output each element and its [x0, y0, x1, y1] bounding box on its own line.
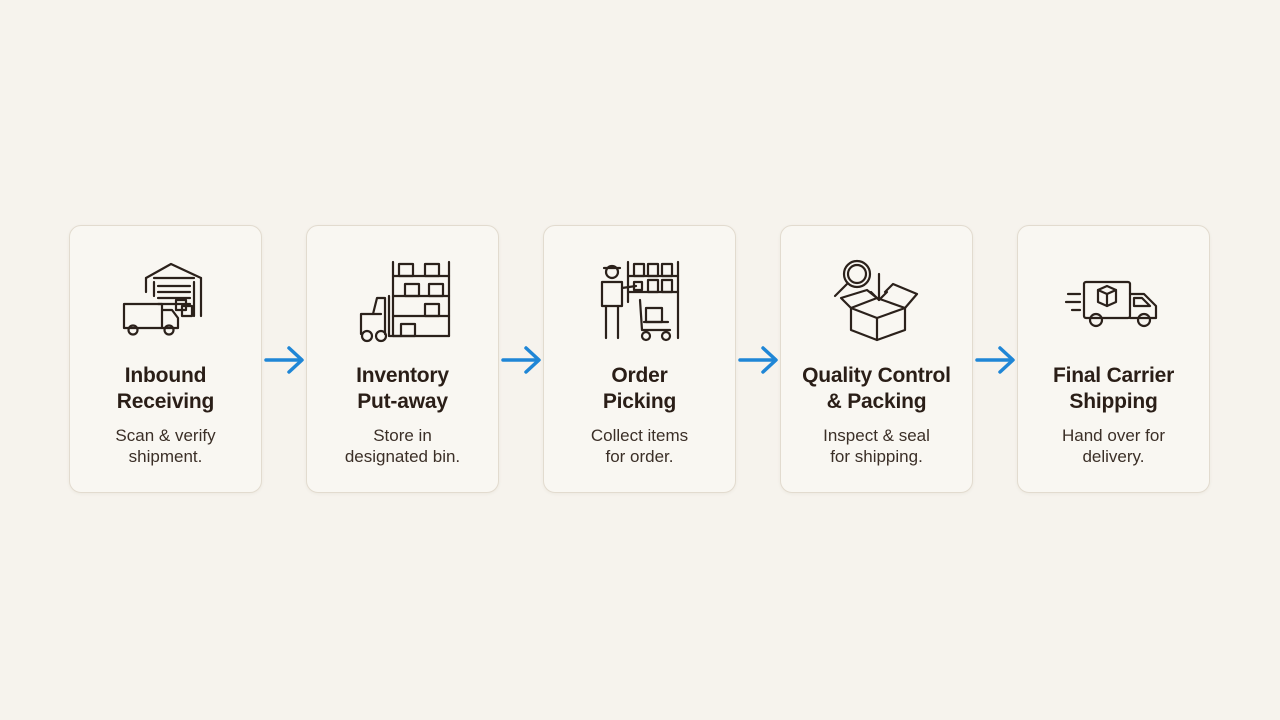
picker-cart-icon — [590, 256, 690, 346]
flow-arrow-1 — [263, 343, 307, 377]
step-title: Quality Control & Packing — [802, 364, 951, 413]
flow-arrow-4 — [974, 343, 1018, 377]
step-description: Inspect & seal for shipping. — [823, 426, 930, 466]
step-description: Collect items for order. — [590, 426, 689, 466]
step-card-final-carrier-shipping: Final Carrier Shipping Hand over for del… — [1017, 225, 1210, 493]
step-title: Inventory Put-away — [356, 364, 449, 413]
step-title: Inbound Receiving — [116, 364, 215, 413]
step-card-inbound-receiving: Inbound Receiving Scan & verify shipment… — [69, 225, 262, 493]
step-card-order-picking: Order Picking Collect items for order. — [543, 225, 736, 493]
step-title: Final Carrier Shipping — [1052, 364, 1175, 413]
step-description: Hand over for delivery. — [1062, 426, 1165, 466]
magnifier-box-icon — [827, 256, 927, 346]
step-card-inventory-put-away: Inventory Put-away Store in designated b… — [306, 225, 499, 493]
step-description: Scan & verify shipment. — [115, 426, 216, 466]
step-title: Order Picking — [602, 364, 677, 413]
delivery-truck-icon — [1064, 256, 1164, 346]
step-description: Store in designated bin. — [344, 426, 461, 466]
flow-arrow-3 — [737, 343, 781, 377]
forklift-shelving-icon — [353, 256, 453, 346]
step-card-quality-control-packing: Quality Control & Packing Inspect & seal… — [780, 225, 973, 493]
warehouse-truck-icon — [116, 256, 216, 346]
flow-arrow-2 — [500, 343, 544, 377]
